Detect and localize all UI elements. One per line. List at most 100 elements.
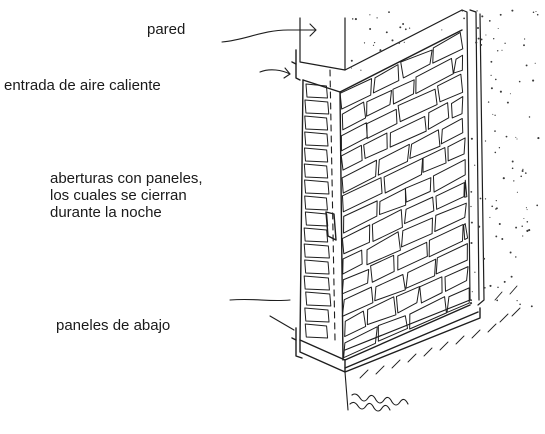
stone xyxy=(339,78,373,110)
stone xyxy=(304,259,330,275)
stone xyxy=(409,296,447,330)
texture-dot xyxy=(509,93,511,95)
stone xyxy=(392,79,415,105)
texture-dot xyxy=(461,10,463,12)
texture-dot xyxy=(516,138,518,140)
texture-dot xyxy=(484,140,487,142)
stone xyxy=(304,99,330,115)
stone xyxy=(366,89,393,117)
stone xyxy=(341,286,374,317)
stone xyxy=(363,132,388,159)
upper-vent-panel xyxy=(291,49,301,81)
label-aberturas-line2: los cuales se cierran xyxy=(50,187,187,204)
texture-dot xyxy=(398,41,401,44)
texture-dot xyxy=(494,78,497,81)
stone xyxy=(303,227,329,243)
stone xyxy=(366,296,397,326)
texture-dot xyxy=(522,235,524,237)
texture-dot xyxy=(379,49,382,52)
texture-dot xyxy=(350,59,353,62)
texture-dot xyxy=(479,197,482,200)
texture-dot xyxy=(372,44,375,46)
stone xyxy=(341,159,378,194)
texture-dot xyxy=(494,151,497,154)
texture-dot xyxy=(530,305,533,308)
texture-dot xyxy=(528,229,531,232)
texture-dot xyxy=(350,67,352,69)
stone xyxy=(343,200,378,234)
leader-entrada xyxy=(259,67,291,79)
texture-dot xyxy=(470,299,473,302)
stone xyxy=(389,115,427,148)
stone xyxy=(415,57,454,95)
texture-dot xyxy=(519,303,521,306)
stone xyxy=(366,108,398,139)
texture-dot xyxy=(484,198,487,200)
stone xyxy=(304,323,329,339)
stone xyxy=(453,54,464,74)
stone xyxy=(401,217,433,248)
texture-dot xyxy=(523,44,525,47)
texture-dot xyxy=(511,160,514,163)
stone xyxy=(432,31,464,64)
stone xyxy=(434,202,467,233)
stone-masonry xyxy=(303,31,470,359)
stone xyxy=(304,211,329,227)
stone xyxy=(344,310,367,338)
stone xyxy=(464,179,468,198)
texture-dot xyxy=(477,37,480,40)
texture-dot xyxy=(503,280,506,283)
leader-paneles xyxy=(229,298,295,331)
texture-dot xyxy=(408,27,411,29)
texture-dot xyxy=(513,180,515,182)
label-paneles-abajo: paneles de abajo xyxy=(56,317,171,334)
texture-dot xyxy=(498,222,501,226)
stone xyxy=(370,254,395,283)
texture-dot xyxy=(501,238,504,240)
texture-dot xyxy=(520,175,523,178)
texture-dot xyxy=(501,49,503,51)
texture-dot xyxy=(494,114,496,116)
texture-dot xyxy=(504,42,506,44)
texture-dot xyxy=(399,26,402,29)
stone xyxy=(340,122,368,152)
stone xyxy=(435,182,465,210)
texture-dot xyxy=(369,14,371,16)
texture-dot xyxy=(526,209,528,211)
texture-dot xyxy=(489,216,491,218)
hidden-edge-dashes xyxy=(329,69,336,341)
texture-dot xyxy=(478,225,481,228)
stone xyxy=(383,157,424,194)
stone xyxy=(305,291,332,307)
texture-dot xyxy=(485,34,487,36)
stone xyxy=(304,131,329,147)
texture-dot xyxy=(491,205,494,208)
texture-dot xyxy=(351,18,354,20)
texture-dot xyxy=(490,87,493,90)
texture-dot xyxy=(470,221,473,224)
wall-side-plane xyxy=(299,9,485,351)
texture-dot xyxy=(516,191,518,193)
texture-dot xyxy=(534,62,536,64)
lower-vent-panel xyxy=(291,327,303,359)
texture-dot xyxy=(497,286,499,289)
stone xyxy=(440,117,464,145)
texture-dot xyxy=(463,17,465,20)
texture-dot xyxy=(373,41,376,44)
stone xyxy=(371,209,403,242)
texture-dot xyxy=(497,27,499,30)
stone xyxy=(404,196,435,225)
texture-dot xyxy=(510,275,513,278)
texture-dot xyxy=(515,256,517,258)
texture-dot xyxy=(535,10,537,13)
stone xyxy=(409,129,441,159)
stone xyxy=(303,147,329,163)
stone xyxy=(447,137,466,162)
texture-dot xyxy=(494,130,496,132)
texture-dot xyxy=(489,284,492,287)
texture-dot xyxy=(388,11,390,14)
stone xyxy=(432,159,466,193)
texture-dot xyxy=(487,101,490,103)
texture-dot xyxy=(515,136,517,138)
texture-dot xyxy=(476,26,480,30)
